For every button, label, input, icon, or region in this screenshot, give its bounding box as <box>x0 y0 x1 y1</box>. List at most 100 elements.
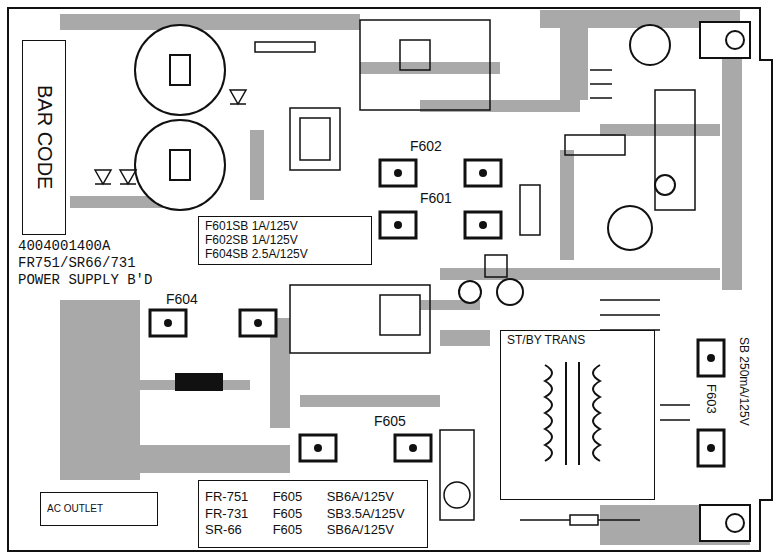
pcb-rect <box>250 130 264 200</box>
board-number: 4004001400A <box>16 238 112 254</box>
pcb-rect <box>722 40 742 290</box>
pcb-rect <box>655 90 695 210</box>
node-text: F604SB 2.5A/125V <box>205 248 308 262</box>
table-cell: SR-66 <box>205 523 265 538</box>
pcb-rect <box>440 330 490 346</box>
pcb-path <box>520 519 640 521</box>
pcb-rect <box>255 42 315 52</box>
pcb-circle <box>479 221 487 229</box>
pcb-rect <box>600 505 750 545</box>
pcb-path <box>545 365 552 461</box>
table-cell: F605 <box>273 507 319 522</box>
pcb-path <box>8 8 772 551</box>
pcb-circle <box>726 31 744 49</box>
pcb-path <box>590 70 612 98</box>
pcb-rect <box>290 108 340 170</box>
pad-dots <box>164 169 715 452</box>
fuse-designator: F601 <box>418 190 454 206</box>
pcb-rect <box>465 160 501 186</box>
pcb-rect <box>395 435 431 461</box>
pcb-path <box>120 170 136 184</box>
node-text: BAR CODE <box>33 85 56 189</box>
pcb-circle <box>394 169 402 177</box>
pcb-rect <box>300 435 336 461</box>
fuse-designator: F602 <box>408 138 444 154</box>
pcb-rect <box>560 10 588 100</box>
board-name: POWER SUPPLY B'D <box>16 272 154 288</box>
node-text: AC OUTLET <box>47 503 103 515</box>
components <box>255 20 695 525</box>
pcb-rect <box>150 310 186 336</box>
pcb-circle <box>497 279 523 305</box>
pcb-circle <box>409 444 417 452</box>
fuse-table: FR-751F605SB6A/125VFR-731F605SB3.5A/125V… <box>198 480 428 548</box>
pcb-circle <box>459 281 481 303</box>
pcb-rect <box>600 124 720 136</box>
pcb-circle <box>135 25 225 115</box>
pcb-rect <box>440 268 720 280</box>
fuse-rating-box: F601SB 1A/125VF602SB 1A/125VF604SB 2.5A/… <box>198 216 372 265</box>
pcb-rect <box>400 40 430 70</box>
pcb-circle <box>164 319 172 327</box>
pcb-path <box>230 90 246 104</box>
barcode-box: BAR CODE <box>22 40 66 235</box>
node-text: F601SB 1A/125V <box>205 220 298 234</box>
table-cell: FR-731 <box>205 507 265 522</box>
pcb-circle <box>135 120 225 210</box>
pcb-path <box>593 365 600 461</box>
fuse-pads <box>150 160 724 466</box>
transformer-box: ST/BY TRANS <box>500 330 655 500</box>
pcb-circle <box>444 482 470 508</box>
pcb-circle <box>394 221 402 229</box>
pcb-rect <box>60 14 360 30</box>
pcb-rect <box>570 515 598 525</box>
pcb-circle <box>726 514 744 532</box>
pcb-rect <box>698 430 724 466</box>
pcb-circle <box>707 444 715 452</box>
pcb-circle <box>630 25 670 65</box>
pcb-rect <box>520 185 540 235</box>
pcb-rect <box>440 430 474 520</box>
pcb-circle <box>314 444 322 452</box>
pcb-path <box>600 300 660 330</box>
pcb-rect <box>60 445 290 473</box>
pcb-rect <box>485 255 507 277</box>
pcb-path <box>95 170 111 184</box>
pcb-rect <box>380 160 416 186</box>
pcb-rect <box>380 295 420 335</box>
table-cell: SB3.5A/125V <box>327 507 421 522</box>
pcb-circle <box>707 354 715 362</box>
fuse-designator: F604 <box>164 291 200 307</box>
black-component <box>175 373 223 391</box>
pcb-rect <box>300 395 440 407</box>
pcb-rect <box>360 20 490 110</box>
pcb-rect <box>290 285 430 353</box>
table-cell: F605 <box>273 523 319 538</box>
pcb-rect <box>700 22 750 58</box>
pcb-rect <box>560 150 574 260</box>
fuse-rating: SB 250mA/125V <box>736 335 750 428</box>
table-cell: SB6A/125V <box>327 490 421 505</box>
table-cell: F605 <box>273 490 319 505</box>
pcb-circle <box>254 319 262 327</box>
pcb-rect <box>170 150 190 180</box>
table-cell: FR-751 <box>205 490 265 505</box>
pcb-rect <box>700 505 750 541</box>
pcb-rect <box>465 212 501 238</box>
fuse-designator: F603 <box>703 382 718 416</box>
diodes <box>95 70 612 184</box>
board-outline <box>8 8 772 551</box>
transformer-coils <box>545 362 600 465</box>
pcb-rect <box>300 118 330 160</box>
node-text: ST/BY TRANS <box>507 334 585 348</box>
outlet-box: AC OUTLET <box>40 492 158 526</box>
pcb-rect <box>698 340 724 376</box>
pcb-rect <box>170 55 190 85</box>
fuse-designator: F605 <box>372 413 408 429</box>
pcb-rect <box>380 212 416 238</box>
model-list: FR751/SR66/731 <box>16 255 138 271</box>
pcb-path <box>566 362 579 465</box>
table-cell: SB6A/125V <box>327 523 421 538</box>
capacitors <box>135 25 675 305</box>
pcb-rect <box>240 310 276 336</box>
